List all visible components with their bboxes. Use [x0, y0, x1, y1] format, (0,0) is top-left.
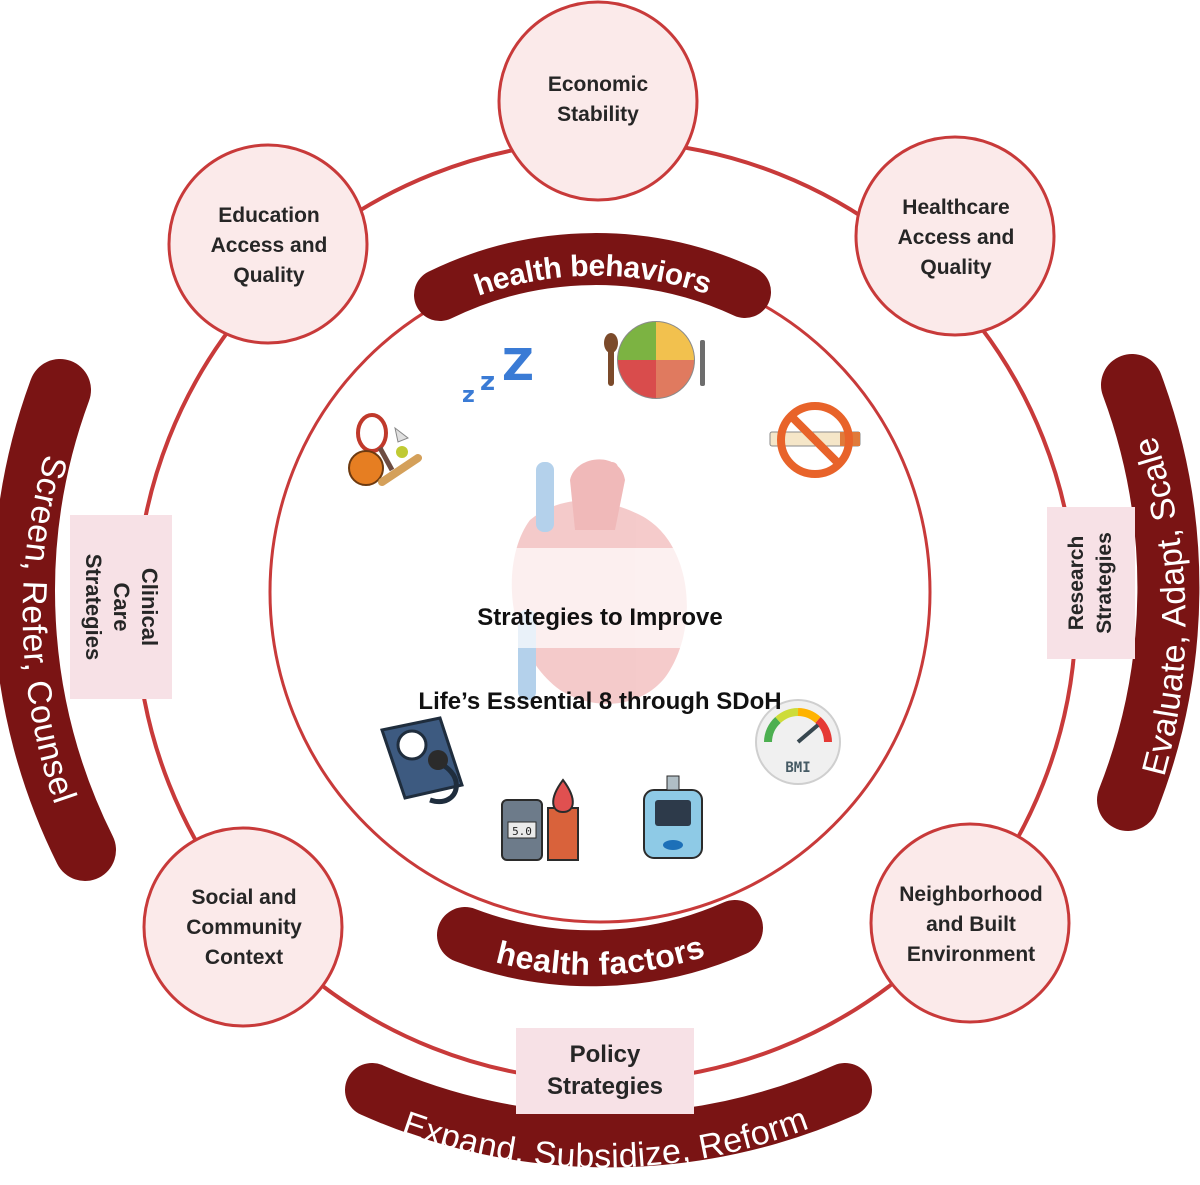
center-title: Strategies to Improve Life’s Essential 8…: [300, 555, 900, 765]
sports-equipment-icon: [348, 413, 422, 486]
research-strategies-label: Research Strategies: [1065, 532, 1117, 634]
healthy-plate-icon: [604, 321, 705, 399]
sdoh-circle-healthcare: [854, 135, 1056, 337]
policy-strategies-box: Policy Strategies: [516, 1028, 694, 1114]
health-behaviors-band: [414, 233, 771, 321]
bmi-label: BMI: [785, 760, 810, 776]
sdoh-circle-social: [142, 826, 344, 1028]
svg-text:z: z: [480, 367, 495, 397]
sdoh-circle-neighborhood: [869, 822, 1071, 1024]
center-title-backdrop: [385, 548, 815, 648]
svg-text:z: z: [462, 383, 475, 408]
health-factors-band: [437, 900, 763, 987]
policy-strategies-label: Policy Strategies: [546, 1041, 664, 1100]
no-smoking-icon: [769, 402, 861, 478]
research-arc-band: [1097, 354, 1200, 831]
sdoh-circle-education: [167, 143, 369, 345]
clinical-strategies-box: Clinical Care Strategies: [70, 515, 172, 699]
sleep-zzz-icon: z z Z: [462, 340, 534, 408]
policy-arc-band: [345, 1063, 872, 1168]
research-strategies-box: Research Strategies: [1047, 507, 1135, 659]
bmi-gauge-icon: BMI: [755, 699, 841, 785]
blood-pressure-cuff-icon: [380, 716, 464, 805]
center-title-line1: Strategies to Improve: [477, 604, 723, 631]
svg-text:Z: Z: [502, 340, 534, 391]
clinical-arc-band: [0, 359, 116, 881]
center-title-line2: Life’s Essential 8 through SDoH: [418, 688, 782, 715]
blood-test-meters-icon: 5.0: [501, 778, 579, 861]
sdoh-circle-economic: [497, 0, 699, 202]
meter-reading: 5.0: [512, 825, 532, 838]
clinical-strategies-label: Clinical Care Strategies: [81, 553, 163, 661]
glucometer-icon: [643, 775, 703, 859]
